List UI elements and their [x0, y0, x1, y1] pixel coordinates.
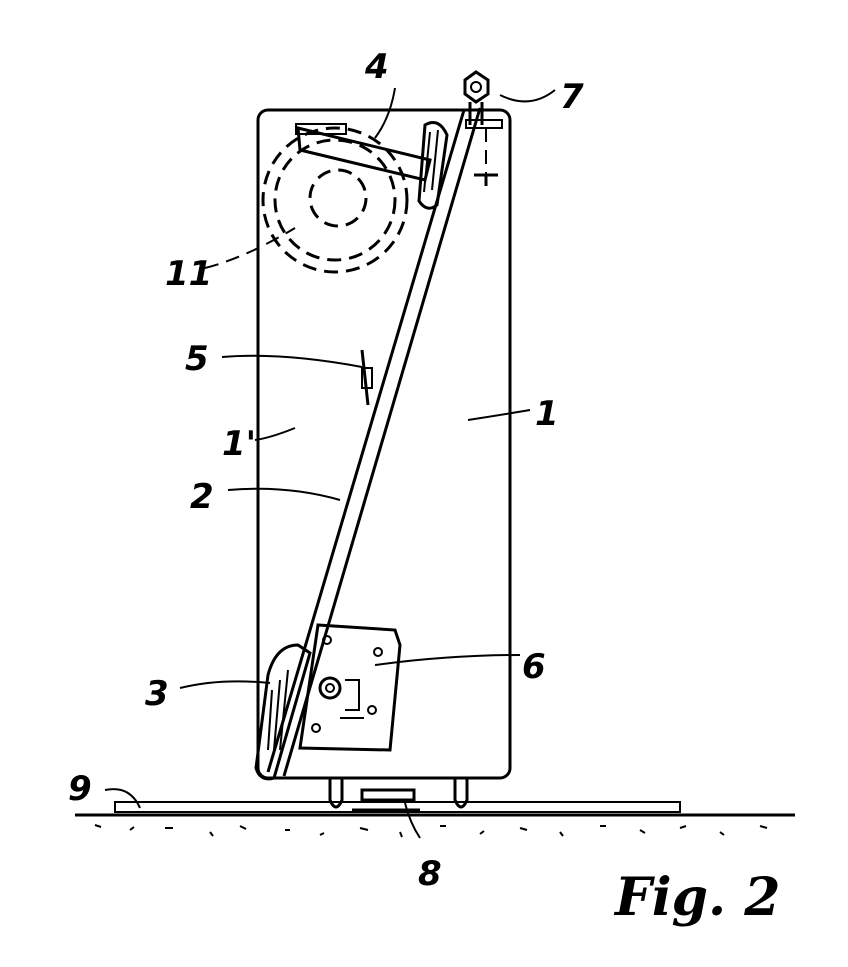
label-2: 2 — [190, 477, 214, 517]
leader-lines — [104, 87, 556, 839]
label-9: 9 — [68, 769, 92, 809]
housing-outline — [256, 108, 512, 780]
adjust-screw — [463, 70, 503, 186]
label-1-prime: 1' — [222, 424, 256, 464]
label-4: 4 — [364, 47, 389, 87]
upper-bracket — [295, 121, 449, 210]
ground-hatching — [94, 824, 768, 838]
middle-clip — [360, 349, 373, 406]
floor-plate — [114, 801, 681, 813]
label-6: 6 — [522, 647, 546, 687]
lower-block — [298, 623, 402, 752]
label-1: 1 — [535, 394, 559, 434]
label-5: 5 — [185, 339, 209, 379]
reel-dashed — [261, 126, 409, 274]
base-wheels — [328, 778, 469, 812]
label-8: 8 — [418, 854, 442, 894]
inclined-plate — [266, 107, 482, 777]
lower-roller — [254, 643, 312, 781]
label-7: 7 — [560, 77, 584, 117]
figure-caption: Fig. 2 — [613, 867, 780, 928]
label-3: 3 — [145, 674, 169, 714]
label-11: 11 — [165, 254, 212, 294]
